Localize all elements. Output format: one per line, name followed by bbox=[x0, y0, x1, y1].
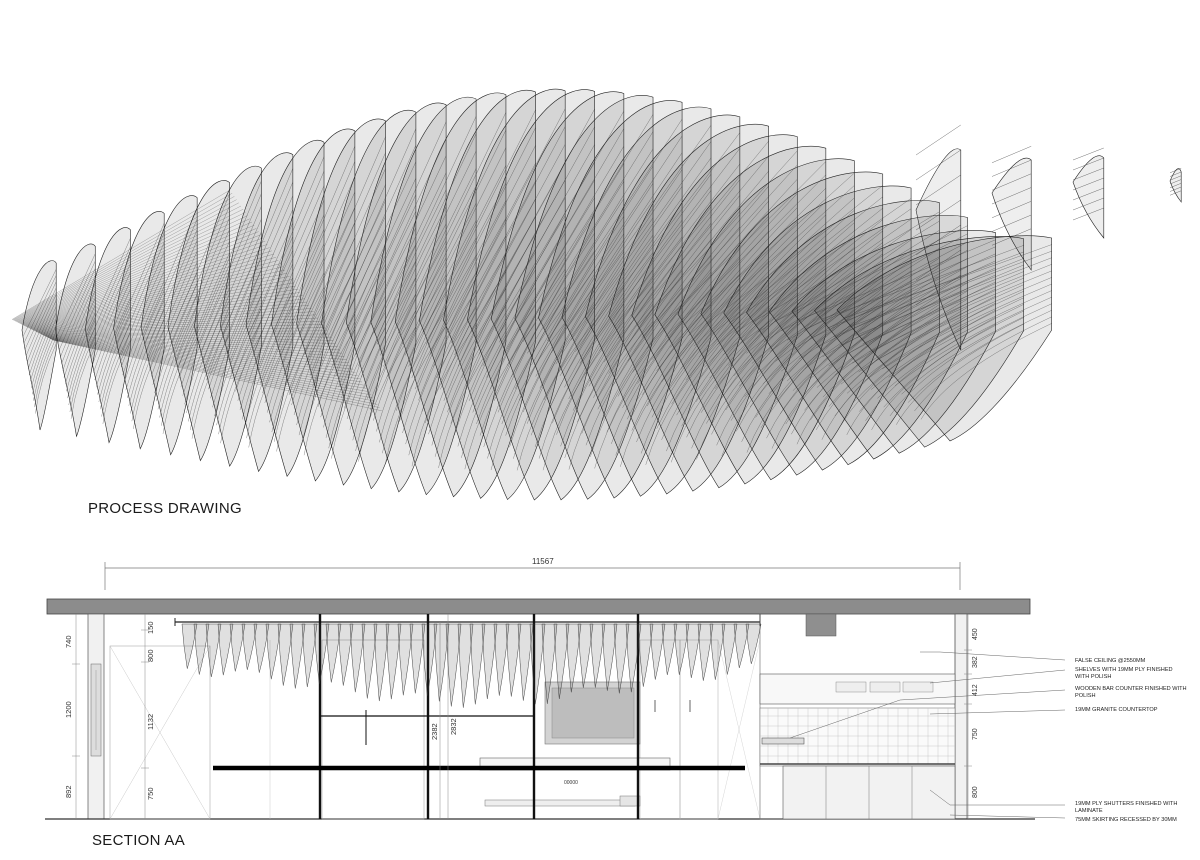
process-fin bbox=[245, 140, 325, 477]
ceiling-fin bbox=[385, 623, 402, 700]
ceiling-fin bbox=[241, 623, 258, 670]
note-shutters-2: LAMINATE bbox=[1075, 808, 1103, 814]
ceiling-fin bbox=[637, 623, 654, 687]
ceiling-fin bbox=[205, 623, 222, 678]
ceiling-fin bbox=[397, 623, 414, 696]
col-dim-150: 150 bbox=[146, 621, 155, 634]
ceiling-fin bbox=[565, 623, 582, 693]
ceiling-fin bbox=[613, 623, 630, 694]
ceiling-fin bbox=[721, 623, 738, 675]
ceiling-fin bbox=[601, 623, 618, 691]
process-fin bbox=[723, 185, 912, 471]
note-skirting: 75MM SKIRTING RECESSED BY 30MM bbox=[1075, 817, 1177, 823]
ceiling-fin bbox=[301, 623, 318, 688]
ceiling-fin-installation bbox=[181, 623, 762, 708]
ceiling-fin bbox=[589, 623, 606, 688]
overall-dimension: 11567 bbox=[532, 557, 554, 566]
left-dim-1200: 1200 bbox=[64, 701, 73, 718]
process-fin bbox=[443, 88, 566, 500]
ceiling-fin bbox=[709, 623, 726, 680]
note-granite: 19MM GRANITE COUNTERTOP bbox=[1075, 707, 1158, 713]
process-fin bbox=[814, 236, 1025, 448]
ceiling-fin bbox=[505, 623, 522, 697]
ceiling-fin bbox=[181, 623, 198, 669]
right-dim-800: 800 bbox=[972, 786, 979, 798]
note-shutters-1: 19MM PLY SHUTTERS FINISHED WITH bbox=[1075, 801, 1177, 807]
process-drawing-title: PROCESS DRAWING bbox=[88, 500, 242, 517]
process-fin bbox=[561, 106, 712, 497]
process-fin bbox=[167, 180, 230, 462]
ceiling-fin bbox=[697, 623, 714, 681]
section-aa-drawing: 11567 bbox=[45, 557, 1187, 823]
ceiling-fin bbox=[493, 623, 510, 696]
col-dim-750: 750 bbox=[146, 787, 155, 800]
ceiling-fin bbox=[193, 623, 210, 675]
process-fin bbox=[345, 102, 447, 493]
ceiling-fin bbox=[481, 623, 498, 700]
counter-label: 00000 bbox=[564, 780, 578, 786]
ceiling-fin bbox=[253, 623, 270, 673]
process-fin bbox=[915, 124, 962, 351]
process-fin bbox=[1072, 147, 1105, 239]
ceiling-fin bbox=[541, 623, 558, 704]
ceiling-fin bbox=[337, 623, 354, 686]
process-drawing bbox=[11, 88, 1182, 501]
ceiling-fin bbox=[361, 623, 378, 699]
note-shelves-2: WITH POLISH bbox=[1075, 674, 1111, 680]
ceiling-fin bbox=[649, 623, 666, 680]
center-dim-2382: 2382 bbox=[430, 723, 439, 740]
ceiling-fin bbox=[517, 623, 534, 701]
process-fin bbox=[21, 260, 57, 431]
process-fin bbox=[654, 146, 827, 485]
process-fin bbox=[791, 230, 996, 454]
process-fin bbox=[608, 124, 769, 492]
ceiling-fin bbox=[313, 623, 330, 684]
process-fin bbox=[1169, 168, 1182, 203]
ceiling-fin bbox=[409, 623, 426, 694]
col-dim-1132: 1132 bbox=[146, 714, 155, 730]
ceiling-fin bbox=[373, 623, 390, 702]
process-fin bbox=[194, 165, 262, 467]
col-dim-800: 800 bbox=[146, 649, 155, 662]
ceiling-fin bbox=[673, 623, 690, 675]
ceiling-fin bbox=[289, 623, 306, 689]
ceiling-fin bbox=[421, 623, 438, 696]
ceiling-fin bbox=[685, 623, 702, 678]
right-dim-412: 412 bbox=[972, 684, 979, 696]
left-dim-740: 740 bbox=[64, 635, 73, 648]
right-dim-382: 382 bbox=[972, 656, 979, 668]
process-fin bbox=[490, 91, 625, 501]
note-shelves-1: SHELVES WITH 19MM PLY FINISHED bbox=[1075, 667, 1173, 673]
ceiling-fin bbox=[661, 623, 678, 675]
ceiling-fin bbox=[577, 623, 594, 688]
ceiling-fin bbox=[349, 623, 366, 693]
ceiling-fin bbox=[469, 623, 486, 705]
ceiling-fin bbox=[745, 623, 762, 664]
ceiling-fin bbox=[217, 623, 234, 676]
ceiling-fin bbox=[433, 623, 450, 702]
ceiling-fin bbox=[733, 623, 750, 669]
ceiling-fin bbox=[325, 623, 342, 683]
process-fin bbox=[991, 146, 1032, 271]
process-fin bbox=[514, 95, 654, 500]
ceiling-fin bbox=[265, 623, 282, 680]
left-dim-892: 892 bbox=[64, 785, 73, 798]
section-linework: 11567 bbox=[45, 557, 1066, 820]
section-aa-title: SECTION AA bbox=[92, 832, 186, 849]
ceiling-fin bbox=[277, 623, 294, 686]
center-dim-2832: 2832 bbox=[449, 718, 458, 735]
note-bar-counter-1: WOODEN BAR COUNTER FINISHED WITH bbox=[1075, 686, 1187, 692]
ceiling-fin bbox=[229, 623, 246, 672]
note-bar-counter-2: POLISH bbox=[1075, 693, 1096, 699]
note-false-ceiling: FALSE CEILING @2550MM bbox=[1075, 658, 1146, 664]
right-dim-750: 750 bbox=[972, 728, 979, 740]
process-fin bbox=[836, 235, 1052, 442]
process-fin bbox=[631, 134, 798, 489]
right-dim-450: 450 bbox=[972, 628, 979, 640]
ceiling-fin bbox=[529, 623, 546, 705]
